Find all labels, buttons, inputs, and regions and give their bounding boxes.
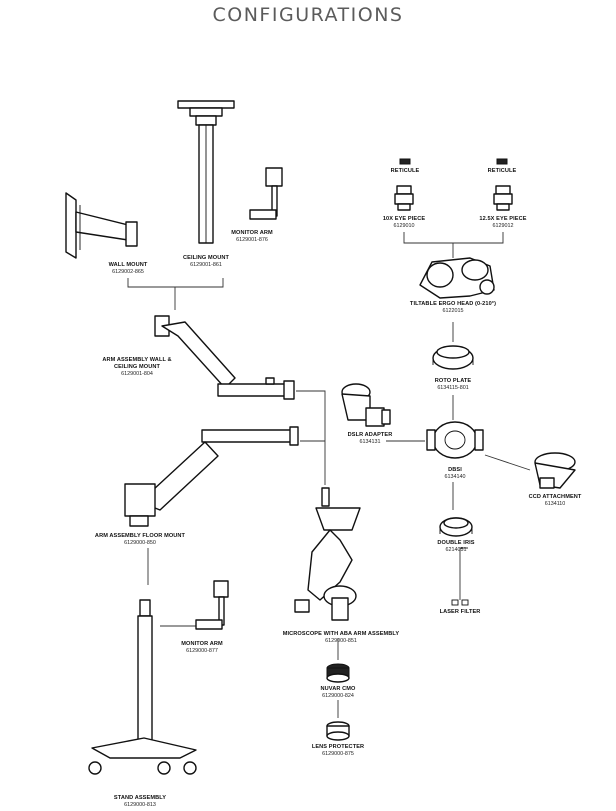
part-name: RETICULE [390, 168, 420, 174]
monitor-arm-top-drawing [249, 167, 283, 220]
part-name: WALL MOUNT [108, 262, 148, 268]
eyepiece-drawings [394, 185, 513, 211]
page-title: CONFIGURATIONS [212, 4, 404, 26]
part-code: 6129000-851 [325, 638, 357, 644]
nuvar-cmo-drawing [326, 663, 350, 683]
ergo-head-drawing [419, 257, 495, 299]
part-name: ROTO PLATE [434, 378, 472, 384]
label-reticule-right: RETICULE [488, 168, 517, 175]
part-name: MICROSCOPE WITH ABA ARM ASSEMBLY [282, 631, 400, 637]
connector-lines [127, 232, 531, 718]
part-name: CCD ATTACHMENT [528, 494, 582, 500]
part-code: 6129002-865 [112, 269, 144, 275]
part-name: LASER FILTER [439, 609, 481, 615]
part-name: RETICULE [487, 168, 517, 174]
monitor-arm-bottom-drawing [195, 580, 229, 630]
microscope-drawing [294, 487, 361, 621]
part-code: 6134140 [444, 474, 466, 480]
part-name-line2: CEILING MOUNT [113, 364, 161, 370]
part-code: 6134131 [359, 439, 381, 445]
reticule-drawings [399, 158, 508, 165]
wall-mount-drawing [65, 192, 138, 259]
laser-filter-drawing [451, 599, 469, 606]
part-name: ARM ASSEMBLY WALL & [102, 357, 172, 363]
part-code: 6129000-877 [186, 648, 218, 654]
dslr-adapter-drawing [341, 383, 391, 427]
part-name: 10X EYE PIECE [382, 216, 426, 222]
part-name: DBSI [448, 467, 462, 473]
part-code: 6214051 [445, 547, 467, 553]
ccd-attachment-drawing [534, 452, 576, 489]
part-code: 6129012 [492, 223, 514, 229]
part-name: NUVAR CMO [320, 686, 356, 692]
part-name: MONITOR ARM [231, 230, 273, 236]
arm-floor-drawing [124, 426, 299, 527]
part-code: 6134110 [544, 501, 566, 507]
part-code: 6122015 [442, 308, 464, 314]
lens-protecter-drawing [326, 721, 350, 741]
label-reticule-left: RETICULE [391, 168, 420, 175]
part-code: 6134115-801 [437, 385, 469, 391]
part-code: 6129000-824 [322, 693, 354, 699]
part-code: 6129001-804 [121, 371, 153, 377]
part-name: TILTABLE ERGO HEAD (0-210°) [409, 301, 497, 307]
part-name: DOUBLE IRIS [437, 540, 475, 546]
roto-plate-drawing [432, 345, 474, 370]
dbsi-drawing [426, 421, 484, 459]
ceiling-mount-drawing [177, 100, 235, 244]
part-name: LENS PROTECTER [311, 744, 365, 750]
arm-wall-ceiling-drawing [154, 315, 295, 400]
part-name: DSLR ADAPTER [347, 432, 393, 438]
part-code: 6129000-875 [322, 751, 354, 757]
label-laser-filter: LASER FILTER [440, 609, 481, 616]
part-code: 6129001-861 [190, 262, 222, 268]
part-name: STAND ASSEMBLY [113, 795, 167, 801]
part-code: 6129000-850 [124, 540, 156, 546]
part-name: CEILING MOUNT [182, 255, 230, 261]
part-name: 12.5X EYE PIECE [479, 216, 527, 222]
part-code: 6129000-813 [124, 802, 156, 808]
part-name: MONITOR ARM [181, 641, 223, 647]
part-code: 6129010 [393, 223, 415, 229]
stand-assembly-drawing [88, 599, 197, 775]
part-code: 6129001-876 [236, 237, 268, 243]
label-ergo-head: TILTABLE ERGO HEAD (0-210°)6122015 [410, 301, 496, 315]
double-iris-drawing [439, 517, 473, 537]
part-name: ARM ASSEMBLY FLOOR MOUNT [94, 533, 186, 539]
